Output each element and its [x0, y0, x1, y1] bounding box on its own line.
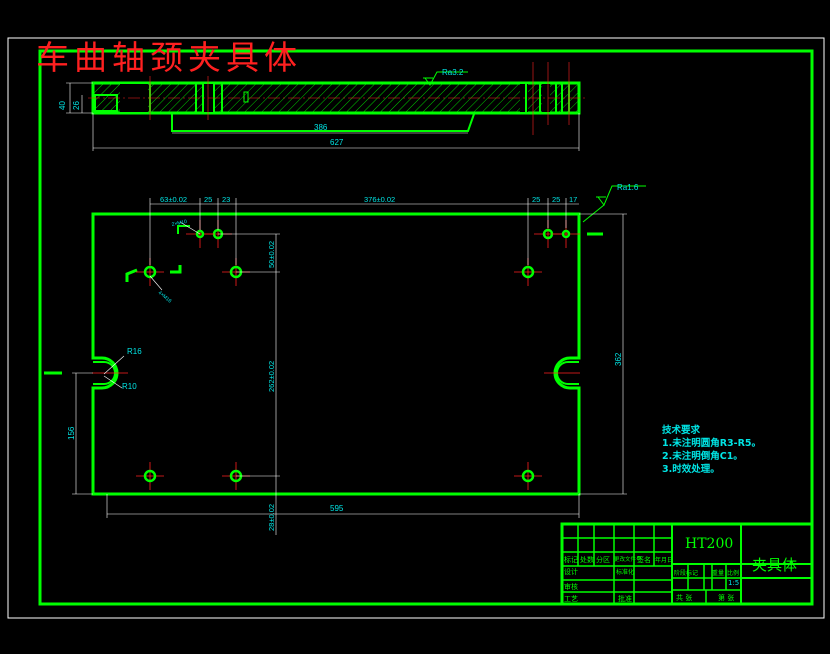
tb-zone: 分区: [596, 556, 610, 564]
note-1: 1.未注明圆角R3-R5。: [662, 438, 762, 449]
tb-ratio: 比例: [727, 570, 740, 577]
tb-total-sheets: 共 张: [676, 594, 693, 602]
dim-25-a: 25: [204, 195, 212, 204]
note-3: 3.时效处理。: [662, 464, 720, 475]
inner-frame: [38, 49, 814, 606]
dim-17: 17: [569, 195, 577, 204]
radius-big: R16: [127, 347, 142, 356]
dim-thickness-step: 26: [72, 101, 81, 110]
dim-262: 262±0.02: [267, 361, 276, 392]
scale-value: 1:5: [728, 579, 740, 587]
label-m16: 4×M16: [157, 290, 173, 305]
roughness-right: Ra1.6: [617, 183, 639, 192]
tb-sign: 签名: [637, 556, 651, 564]
hole-group: [92, 220, 580, 490]
tb-change-doc: 更改文件号: [614, 557, 642, 563]
dim-23: 23: [222, 195, 230, 204]
dim-25-c: 25: [552, 195, 560, 204]
notes-heading: 技术要求: [662, 425, 701, 436]
tb-date: 年月日: [655, 557, 674, 564]
tb-mark: 标记: [564, 556, 578, 564]
top-dim-lines: [66, 82, 580, 151]
dim-thickness-total: 40: [58, 101, 67, 110]
label-m10: 2×M10: [171, 219, 188, 228]
section-view: [88, 62, 585, 135]
tb-weight: 重量: [712, 570, 725, 577]
dim-595: 595: [330, 504, 344, 513]
tb-stage: 阶段标记: [674, 570, 699, 577]
roughness-top: Ra3.2: [442, 68, 464, 77]
dim-50: 50±0.02: [267, 241, 276, 268]
tb-design: 设计: [564, 568, 578, 576]
tb-sheet-no: 第 张: [718, 594, 735, 602]
plan-view: [44, 185, 646, 496]
dim-28: 28±0.02: [267, 504, 276, 531]
outer-frame: [7, 37, 825, 619]
dim-376: 376±0.02: [364, 195, 395, 204]
material-label: HT200: [685, 536, 734, 552]
dim-63: 63±0.02: [160, 195, 187, 204]
dim-156: 156: [67, 426, 76, 440]
plan-dim-lines: [72, 198, 627, 535]
mounting-hole: [136, 462, 164, 490]
dimension-labels: 40 26 Ra3.2 386 627 Ra1.6 63±0.02 25 23 …: [58, 68, 639, 531]
technical-notes: 技术要求 1.未注明圆角R3-R5。 2.未注明倒角C1。 3.时效处理。: [662, 424, 761, 476]
tb-standard: 标准化: [616, 569, 635, 576]
dim-362: 362: [614, 352, 623, 366]
dim-25-b: 25: [532, 195, 540, 204]
title-block: [560, 522, 814, 606]
dim-overall-length: 627: [330, 138, 344, 147]
note-2: 2.未注明倒角C1。: [662, 451, 743, 462]
dim-inner-length: 386: [314, 123, 328, 132]
drawing-title: 车曲轴颈夹具体: [36, 38, 302, 77]
part-name: 夹具体: [752, 556, 798, 574]
radius-small: R10: [122, 382, 137, 391]
tb-review: 审核: [564, 583, 578, 591]
tb-process: 工艺: [564, 595, 578, 603]
tb-approve: 批准: [618, 595, 632, 603]
tb-count: 处数: [580, 556, 594, 564]
mounting-hole: [514, 462, 542, 490]
